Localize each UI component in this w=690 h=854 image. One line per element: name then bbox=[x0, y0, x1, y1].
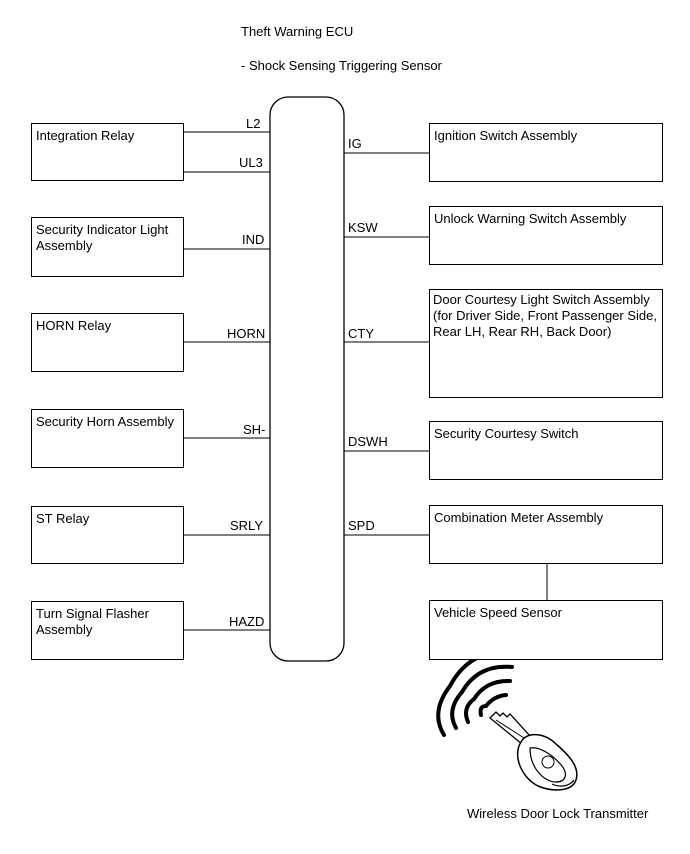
component-label: Turn Signal Flasher Assembly bbox=[36, 606, 149, 637]
horn-relay-box: HORN Relay bbox=[31, 313, 184, 372]
component-label: Vehicle Speed Sensor bbox=[434, 605, 562, 620]
integration-relay-box: Integration Relay bbox=[31, 123, 184, 181]
pin-sh: SH- bbox=[243, 422, 266, 437]
security-indicator-light-box: Security Indicator Light Assembly bbox=[31, 217, 184, 277]
pin-horn: HORN bbox=[227, 326, 266, 341]
door-courtesy-light-switch-box: Door Courtesy Light Switch Assembly (for… bbox=[429, 289, 663, 398]
pin-cty: CTY bbox=[348, 326, 374, 341]
ecu-title: Theft Warning ECU bbox=[241, 24, 354, 39]
key-fob-icon bbox=[436, 649, 578, 791]
pin-ind: IND bbox=[242, 232, 265, 247]
security-courtesy-switch-box: Security Courtesy Switch bbox=[429, 421, 663, 480]
turn-signal-flasher-box: Turn Signal Flasher Assembly bbox=[31, 601, 184, 660]
component-label: Ignition Switch Assembly bbox=[434, 128, 578, 143]
component-label: Combination Meter Assembly bbox=[434, 510, 604, 525]
pin-ksw: KSW bbox=[348, 220, 378, 235]
pin-ig: IG bbox=[348, 136, 362, 151]
st-relay-box: ST Relay bbox=[31, 506, 184, 564]
ecu-subtitle: - Shock Sensing Triggering Sensor bbox=[241, 58, 442, 73]
component-label: ST Relay bbox=[36, 511, 90, 526]
unlock-warning-switch-box: Unlock Warning Switch Assembly bbox=[429, 206, 663, 265]
component-label: Security Horn Assembly bbox=[36, 414, 174, 429]
security-horn-box: Security Horn Assembly bbox=[31, 409, 184, 468]
ecu-body bbox=[269, 96, 345, 662]
component-label: Integration Relay bbox=[36, 128, 135, 143]
ignition-switch-box: Ignition Switch Assembly bbox=[429, 123, 663, 182]
pin-hazd: HAZD bbox=[229, 614, 265, 629]
vehicle-speed-sensor-box: Vehicle Speed Sensor bbox=[429, 600, 663, 660]
component-label: Security Courtesy Switch bbox=[434, 426, 579, 441]
component-label: HORN Relay bbox=[36, 318, 112, 333]
transmitter-label: Wireless Door Lock Transmitter bbox=[467, 806, 649, 821]
component-label: Security Indicator Light Assembly bbox=[36, 222, 169, 253]
combination-meter-box: Combination Meter Assembly bbox=[429, 505, 663, 564]
pin-l2: L2 bbox=[246, 116, 261, 131]
pin-srly: SRLY bbox=[230, 518, 263, 533]
pin-ul3: UL3 bbox=[239, 155, 263, 170]
component-label: Door Courtesy Light Switch Assembly (for… bbox=[433, 292, 657, 339]
pin-dswh: DSWH bbox=[348, 434, 388, 449]
pin-spd: SPD bbox=[348, 518, 375, 533]
component-label: Unlock Warning Switch Assembly bbox=[434, 211, 627, 226]
